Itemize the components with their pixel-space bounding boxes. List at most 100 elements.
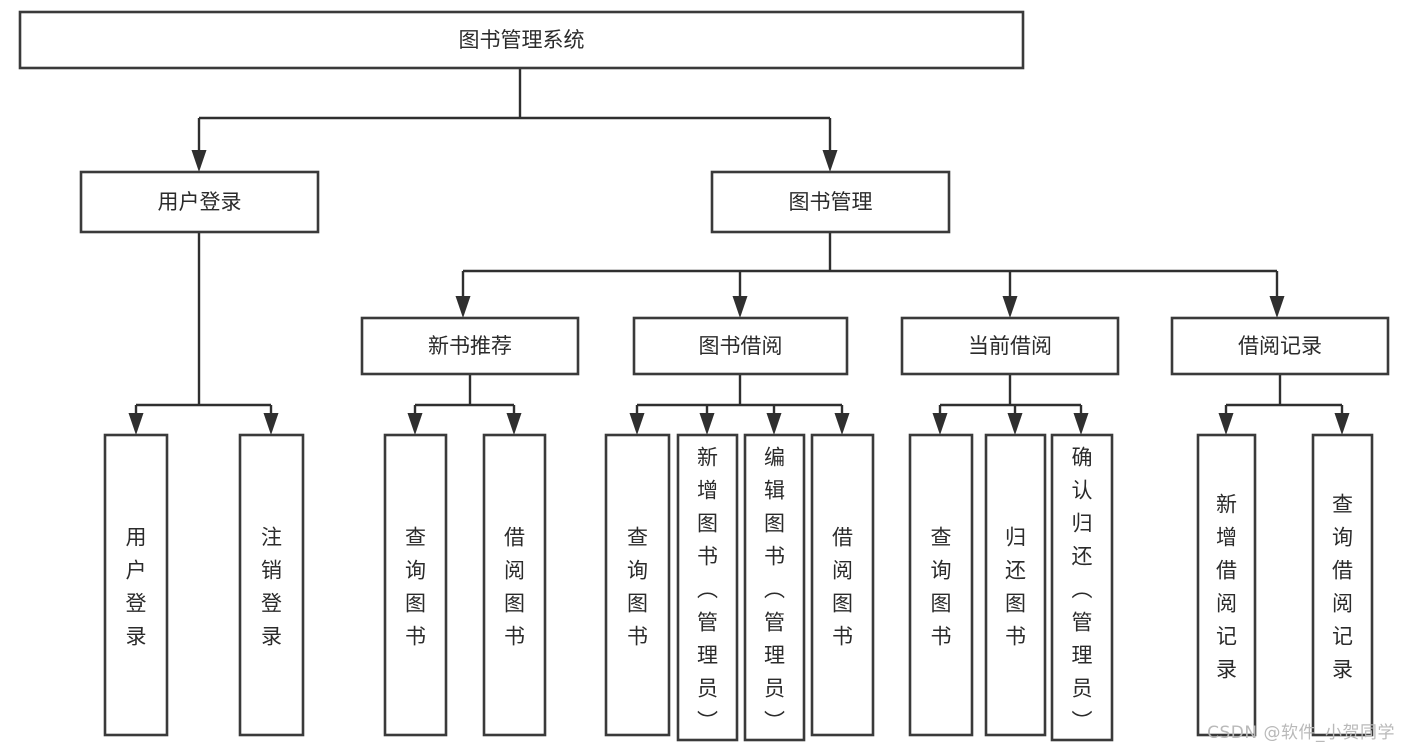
arrow-head-icon xyxy=(191,150,207,172)
arrow-head-icon xyxy=(732,296,748,318)
label-char: 增 xyxy=(1216,526,1237,550)
label-char: 查 xyxy=(931,526,952,550)
node-leaf-add-book-admin[interactable]: 新增图书︵管理员︶ xyxy=(676,433,739,742)
node-box[interactable] xyxy=(676,433,739,742)
node-box[interactable] xyxy=(79,170,320,234)
arrow-head-icon xyxy=(407,413,423,435)
label-char: 书 xyxy=(504,625,525,649)
label-char: 还 xyxy=(1072,545,1093,569)
node-label: 注销登录 xyxy=(261,526,282,649)
node-label: 归还图书 xyxy=(1005,526,1026,649)
node-leaf-query-books-recommend[interactable]: 查询图书 xyxy=(383,433,448,737)
label-char: 注 xyxy=(261,526,282,550)
node-box[interactable] xyxy=(482,433,547,737)
node-leaf-return-books[interactable]: 归还图书 xyxy=(984,433,1047,737)
arrow-head-icon xyxy=(263,413,279,435)
node-leaf-confirm-return-admin[interactable]: 确认归还︵管理员︶ xyxy=(1050,433,1114,742)
label-char: 理 xyxy=(764,644,785,668)
node-box[interactable] xyxy=(810,433,875,737)
node-root[interactable]: 图书管理系统 xyxy=(18,10,1025,70)
node-box[interactable] xyxy=(18,10,1025,70)
label-char: 书 xyxy=(1005,625,1026,649)
label-char: 员 xyxy=(1072,677,1093,701)
node-box[interactable] xyxy=(360,316,580,376)
node-box[interactable] xyxy=(238,433,305,737)
node-book-borrow[interactable]: 图书借阅 xyxy=(632,316,849,376)
label-char: 图 xyxy=(405,592,426,616)
label-char: 登 xyxy=(126,592,147,616)
node-label: 新增图书︵管理员︶ xyxy=(697,446,718,734)
connector-group xyxy=(407,374,522,435)
node-label: 确认归还︵管理员︶ xyxy=(1072,446,1093,734)
label-char: 查 xyxy=(627,526,648,550)
node-leaf-logout[interactable]: 注销登录 xyxy=(238,433,305,737)
arrow-head-icon xyxy=(1002,296,1018,318)
node-leaf-user-login[interactable]: 用户登录 xyxy=(103,433,169,737)
label-char: 书 xyxy=(832,625,853,649)
node-label: 查询图书 xyxy=(931,526,952,649)
arrow-head-icon xyxy=(1269,296,1285,318)
arrow-head-icon xyxy=(128,413,144,435)
label-char: 员 xyxy=(697,677,718,701)
node-box[interactable] xyxy=(103,433,169,737)
arrow-head-icon xyxy=(1334,413,1350,435)
label-char: 询 xyxy=(1332,526,1353,550)
node-label: 借阅记录 xyxy=(1238,334,1322,358)
node-leaf-borrow-books-recommend[interactable]: 借阅图书 xyxy=(482,433,547,737)
node-leaf-query-books-current[interactable]: 查询图书 xyxy=(908,433,974,737)
label-char: 询 xyxy=(627,559,648,583)
node-user-login[interactable]: 用户登录 xyxy=(79,170,320,234)
label-char: 销 xyxy=(261,559,282,583)
arrow-head-icon xyxy=(629,413,645,435)
label-char: 归 xyxy=(1072,512,1093,536)
node-leaf-query-books-borrow[interactable]: 查询图书 xyxy=(604,433,671,737)
node-leaf-edit-book-admin[interactable]: 编辑图书︵管理员︶ xyxy=(743,433,806,742)
connector-group xyxy=(128,232,279,435)
label-char: 阅 xyxy=(504,559,525,583)
node-leaf-query-borrow-record[interactable]: 查询借阅记录 xyxy=(1311,433,1374,737)
node-box[interactable] xyxy=(383,433,448,737)
label-char: ︶ xyxy=(697,710,718,734)
connector-group xyxy=(1218,374,1350,435)
node-box[interactable] xyxy=(1050,433,1114,742)
label-char: 图 xyxy=(504,592,525,616)
node-box[interactable] xyxy=(604,433,671,737)
node-box[interactable] xyxy=(900,316,1120,376)
connector-group xyxy=(455,232,1285,318)
label-char: 辑 xyxy=(764,479,785,503)
node-box[interactable] xyxy=(984,433,1047,737)
node-new-book-recommend[interactable]: 新书推荐 xyxy=(360,316,580,376)
connector-group xyxy=(191,68,838,172)
node-label: 查询借阅记录 xyxy=(1332,493,1353,682)
node-box[interactable] xyxy=(1311,433,1374,737)
watermark-text: CSDN @软件_小贺同学 xyxy=(1207,723,1395,743)
node-box[interactable] xyxy=(908,433,974,737)
node-leaf-add-borrow-record[interactable]: 新增借阅记录 xyxy=(1196,433,1257,737)
node-current-borrow[interactable]: 当前借阅 xyxy=(900,316,1120,376)
arrow-head-icon xyxy=(506,413,522,435)
node-box[interactable] xyxy=(743,433,806,742)
label-char: ︵ xyxy=(1072,578,1093,602)
label-char: 录 xyxy=(261,625,282,649)
label-char: 新 xyxy=(697,446,718,470)
node-label: 新增借阅记录 xyxy=(1216,493,1237,682)
label-char: 录 xyxy=(126,625,147,649)
node-box[interactable] xyxy=(710,170,951,234)
arrow-head-icon xyxy=(1073,413,1089,435)
label-char: 理 xyxy=(697,644,718,668)
label-char: 书 xyxy=(627,625,648,649)
node-box[interactable] xyxy=(632,316,849,376)
label-char: 归 xyxy=(1005,526,1026,550)
label-char: 认 xyxy=(1072,479,1093,503)
node-borrow-records[interactable]: 借阅记录 xyxy=(1170,316,1390,376)
node-label: 当前借阅 xyxy=(968,334,1052,358)
node-box[interactable] xyxy=(1196,433,1257,737)
arrow-head-icon xyxy=(1218,413,1234,435)
node-leaf-borrow-books-borrow[interactable]: 借阅图书 xyxy=(810,433,875,737)
label-char: 阅 xyxy=(1216,592,1237,616)
node-label: 新书推荐 xyxy=(428,334,512,358)
label-char: 录 xyxy=(1332,658,1353,682)
node-box[interactable] xyxy=(1170,316,1390,376)
node-book-management[interactable]: 图书管理 xyxy=(710,170,951,234)
